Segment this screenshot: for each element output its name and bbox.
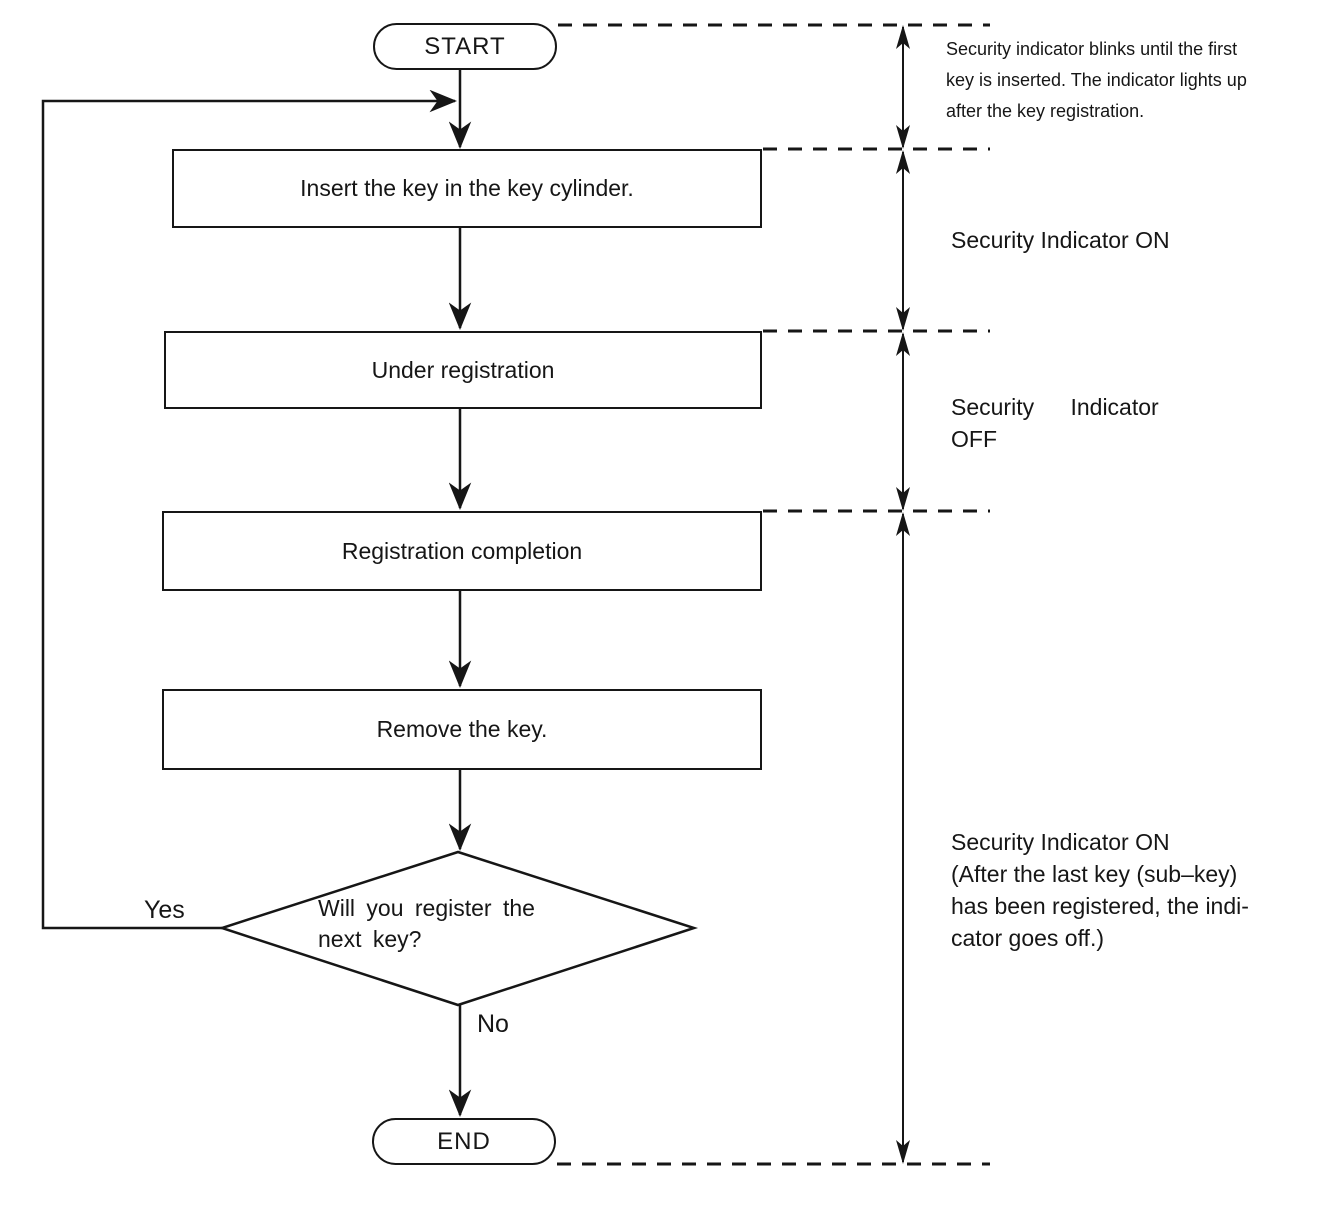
process-box-insert-key: Insert the key in the key cylinder.: [172, 149, 762, 228]
yes-branch-label: Yes: [144, 896, 185, 924]
process-box-registration-completion: Registration completion: [162, 511, 762, 591]
process-box-under-registration: Under registration: [164, 331, 762, 409]
annotation-indicator-off: Security Indicator OFF: [951, 391, 1311, 455]
annotation-blink-note: Security indicator blinks until the firs…: [946, 39, 1247, 121]
no-branch-label: No: [477, 1010, 509, 1038]
decision-label: Will you register the next key?: [318, 895, 535, 952]
start-terminal: START: [373, 23, 557, 70]
annotation-indicator-on: Security Indicator ON: [951, 227, 1170, 253]
decision-diamond: [217, 850, 699, 1007]
annotation-indicator-off-line2: OFF: [951, 426, 997, 452]
end-terminal: END: [372, 1118, 556, 1165]
connector-yes-loop: [41, 89, 458, 930]
process-box-remove-key: Remove the key.: [162, 689, 762, 770]
annotation-indicator-on-end: Security Indicator ON (After the last ke…: [951, 829, 1249, 951]
annotation-indicator-off-line1: Security Indicator: [951, 394, 1159, 420]
